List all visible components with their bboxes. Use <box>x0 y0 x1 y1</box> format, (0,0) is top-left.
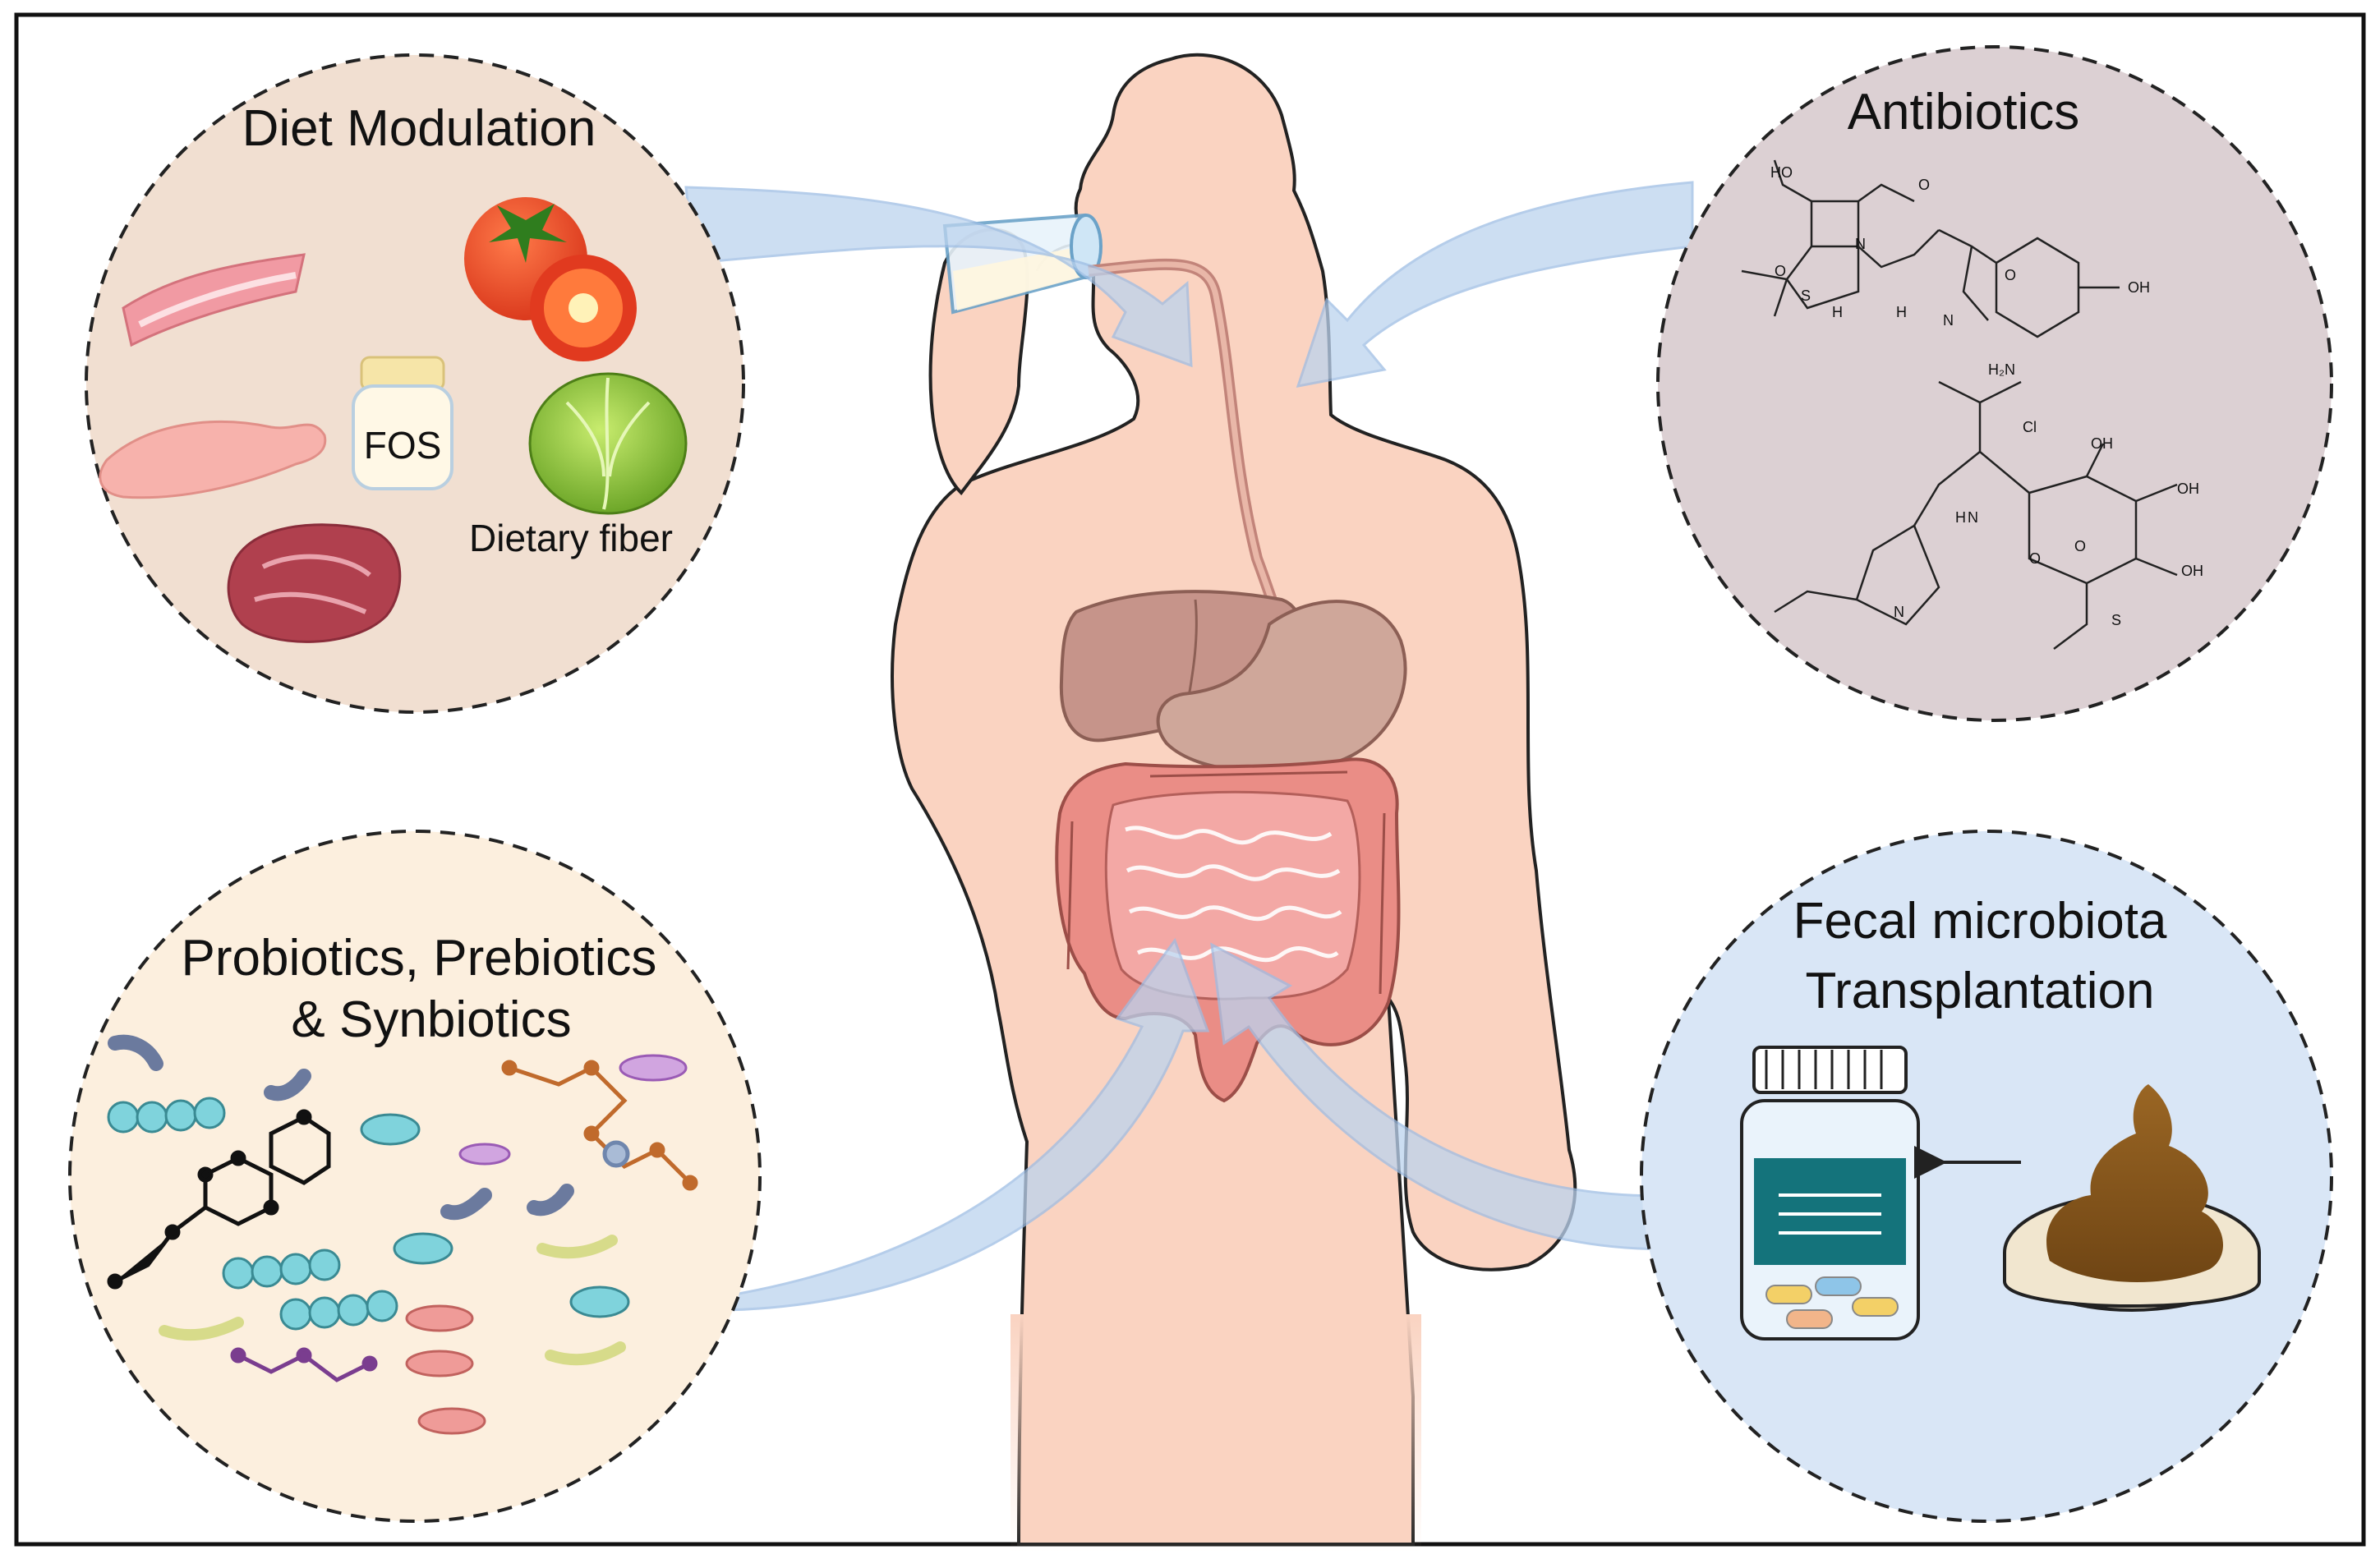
beef-steak-icon <box>227 523 402 643</box>
cabbage-icon <box>528 372 688 515</box>
atom-o4: O <box>2029 550 2042 567</box>
atom-oh2: OH <box>2091 435 2113 452</box>
probiotics-title-line2: & Synbiotics <box>291 991 572 1048</box>
atom-oh1: OH <box>2128 279 2150 296</box>
atom-o3: O <box>2005 267 2017 283</box>
tomato-icon <box>464 197 637 361</box>
probiotics-panel <box>68 830 762 1523</box>
atom-n4: N <box>1894 604 1904 620</box>
atom-ho: HO <box>1770 164 1793 181</box>
fos-label: FOS <box>363 424 442 467</box>
dietary-fiber-label: Dietary fiber <box>469 517 673 559</box>
fmt-title-line2: Transplantation <box>1805 963 2155 1019</box>
antibiotics-panel <box>1656 45 2333 722</box>
atom-oh4: OH <box>2181 563 2203 579</box>
capsule-jar-icon <box>1740 1046 1920 1341</box>
atom-o5: O <box>2074 538 2087 554</box>
bacillus-icon <box>108 1034 688 1435</box>
atom-oh3: OH <box>2177 481 2199 497</box>
clindamycin-atom-labels: Cl OH H N O OH O N OH S <box>1766 402 2226 649</box>
antibiotics-title: Antibiotics <box>1847 84 2080 140</box>
diet-modulation-title: Diet Modulation <box>242 100 596 157</box>
fos-jar-icon <box>352 356 453 490</box>
atom-n2: N <box>1943 312 1954 329</box>
cocci-chain-icon <box>107 1097 398 1331</box>
atom-o1: O <box>1775 263 1787 279</box>
atom-h2n: H₂N <box>1988 361 2015 378</box>
atom-h3: H <box>1955 509 1966 526</box>
amoxicillin-structure-icon <box>1741 159 2120 338</box>
probiotics-title-line1: Probiotics, Prebiotics <box>181 930 657 986</box>
fmt-title-line1: Fecal microbiota <box>1793 893 2167 950</box>
flow-arrows <box>684 181 1694 1312</box>
atom-h2: H <box>1896 304 1907 320</box>
fmt-panel <box>1640 830 2333 1523</box>
atom-o2: O <box>1918 177 1931 193</box>
bacon-icon <box>122 253 306 347</box>
oligosaccharide-icon <box>230 1347 378 1382</box>
chicken-meat-icon <box>99 421 327 499</box>
amoxicillin-atom-labels: HO O N O S H H N H₂N O OH <box>1742 164 2202 382</box>
atom-n3: N <box>1968 509 1978 526</box>
synbiotic-molecule-icon <box>501 1060 698 1191</box>
stool-dish-icon <box>2003 1084 2261 1312</box>
atom-s: S <box>1801 287 1811 304</box>
atom-h1: H <box>1832 304 1843 320</box>
clindamycin-structure-icon <box>1774 380 2178 650</box>
atom-n1: N <box>1855 236 1866 252</box>
atom-cl: Cl <box>2023 419 2037 435</box>
prebiotic-molecule-icon <box>107 1109 331 1290</box>
diet-modulation-panel <box>85 53 745 714</box>
atom-s2: S <box>2111 612 2122 628</box>
